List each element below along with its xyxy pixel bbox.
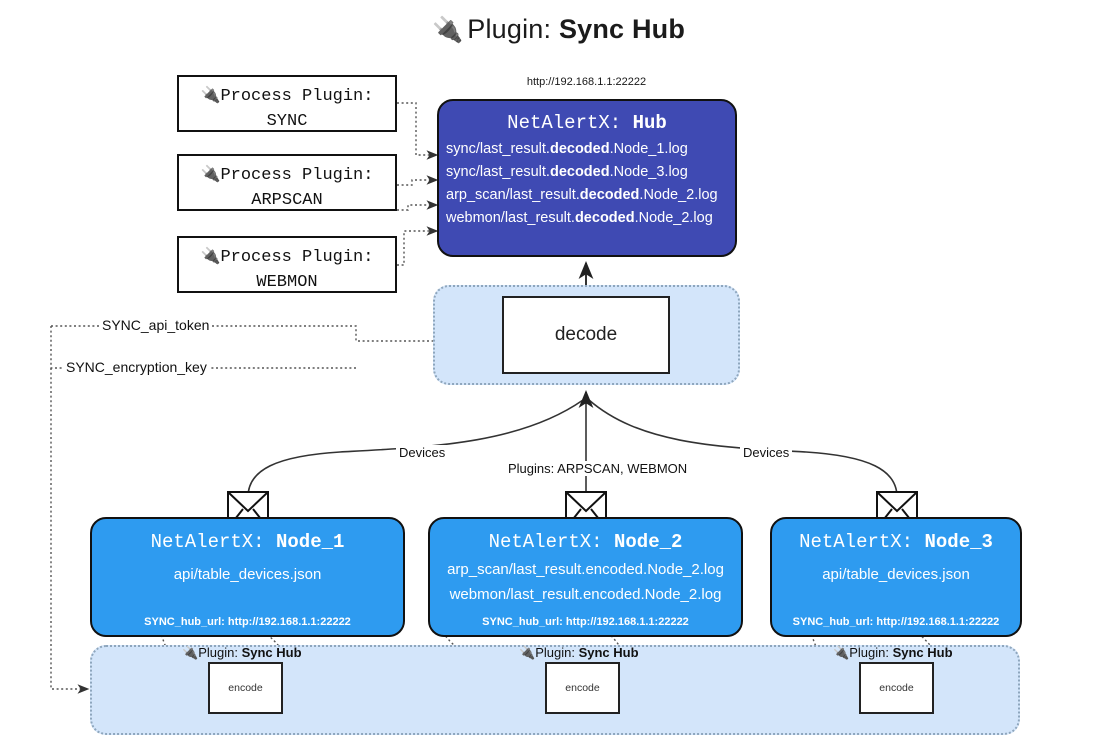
sync-encryption-key-label: SYNC_encryption_key (63, 359, 210, 375)
node-line: api/table_devices.json (822, 566, 970, 583)
encoder-caption-3: 🔌Plugin: Sync Hub (833, 645, 953, 660)
process-plugin-name: SYNC (266, 111, 308, 131)
process-plugin-title: Process Plugin: (220, 166, 374, 185)
node-hub-url: SYNC_hub_url: http://192.168.1.1:22222 (144, 616, 351, 628)
decode-box[interactable]: decode (502, 296, 670, 374)
process-plugin-arpscan[interactable]: 🔌Process Plugin: ARPSCAN (177, 154, 397, 211)
hub-log-line: sync/last_result.decoded.Node_1.log (446, 141, 688, 157)
node-hub-url: SYNC_hub_url: http://192.168.1.1:22222 (482, 616, 689, 628)
process-plugin-name: WEBMON (256, 272, 318, 292)
plug-icon: 🔌 (200, 166, 221, 183)
plug-icon: 🔌 (200, 87, 221, 104)
node-line: webmon/last_result.encoded.Node_2.log (449, 586, 722, 603)
plug-icon: 🔌 (519, 645, 536, 660)
hub-log-line: sync/last_result.decoded.Node_3.log (446, 164, 688, 180)
encode-box-node-1[interactable]: encode (208, 662, 283, 714)
page-title-name: Sync Hub (558, 14, 686, 44)
process-plugin-name: ARPSCAN (251, 190, 323, 210)
hub-title-name: Hub (632, 112, 667, 134)
encode-box-node-2[interactable]: encode (545, 662, 620, 714)
encode-box-node-3[interactable]: encode (859, 662, 934, 714)
node-3[interactable]: NetAlertX: Node_3 api/table_devices.json… (770, 517, 1022, 637)
node-line: arp_scan/last_result.encoded.Node_2.log (447, 561, 724, 578)
node-line: api/table_devices.json (173, 566, 322, 583)
node-2[interactable]: NetAlertX: Node_2 arp_scan/last_result.e… (428, 517, 743, 637)
edge-label-devices-right: Devices (740, 445, 793, 460)
process-plugin-title: Process Plugin: (220, 87, 374, 106)
edge-label-devices-left: Devices (396, 445, 449, 460)
hub-url: http://192.168.1.1:22222 (526, 76, 647, 88)
node-1[interactable]: NetAlertX: Node_1 api/table_devices.json… (90, 517, 405, 637)
hub-log-line: webmon/last_result.decoded.Node_2.log (446, 210, 713, 226)
encoder-caption-1: 🔌Plugin: Sync Hub (182, 645, 302, 660)
node-title: NetAlertX: Node_3 (799, 531, 993, 553)
hub-title: NetAlertX: Hub (439, 112, 735, 134)
process-plugin-sync[interactable]: 🔌Process Plugin: SYNC (177, 75, 397, 132)
node-title: NetAlertX: Node_1 (150, 531, 345, 553)
encoder-caption-2: 🔌Plugin: Sync Hub (519, 645, 639, 660)
plug-icon: 🔌 (431, 16, 464, 44)
plug-icon: 🔌 (833, 645, 850, 660)
hub-node[interactable]: NetAlertX: Hub sync/last_result.decoded.… (437, 99, 737, 257)
hub-log-line: arp_scan/last_result.decoded.Node_2.log (446, 187, 718, 203)
page-title: 🔌Plugin: Sync Hub (0, 14, 1117, 45)
node-hub-url: SYNC_hub_url: http://192.168.1.1:22222 (792, 616, 1000, 628)
process-plugin-webmon[interactable]: 🔌Process Plugin: WEBMON (177, 236, 397, 293)
page-title-label: Plugin: (467, 14, 552, 44)
hub-title-prefix: NetAlertX: (507, 112, 622, 134)
plug-icon: 🔌 (200, 248, 221, 265)
plug-icon: 🔌 (182, 645, 199, 660)
process-plugin-title: Process Plugin: (220, 248, 374, 267)
sync-api-token-label: SYNC_api_token (99, 317, 213, 333)
edge-label-plugins-center: Plugins: ARPSCAN, WEBMON (505, 461, 691, 476)
node-title: NetAlertX: Node_2 (488, 531, 683, 553)
